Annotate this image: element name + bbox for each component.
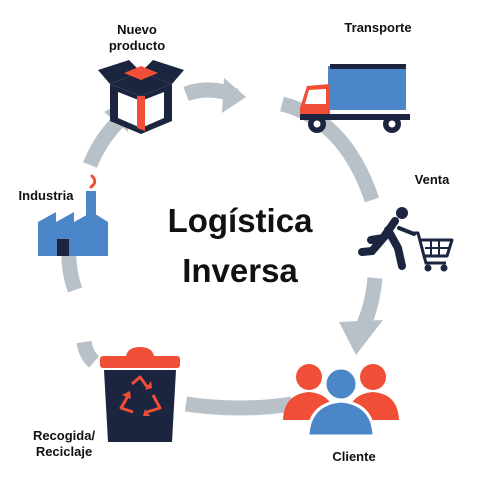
title-line-1: Logística (167, 202, 313, 239)
shopping-cart-icon (358, 207, 454, 272)
box-icon (98, 60, 184, 134)
label-line: Venta (414, 172, 450, 187)
label-line: Reciclaje (35, 444, 93, 459)
label-line: Nuevo (117, 22, 157, 37)
arrowhead-right (339, 320, 383, 355)
label-venta: Venta (404, 172, 460, 188)
people-icon (283, 364, 399, 438)
label-line: Transporte (344, 20, 412, 35)
arrowhead-top (222, 78, 246, 113)
title-line-2: Inversa (182, 252, 298, 289)
cycle-arrows (61, 82, 383, 416)
label-nuevo-producto: Nuevo producto (96, 22, 178, 54)
label-line: Recogida/ (32, 428, 96, 443)
truck-icon (300, 64, 410, 133)
recycle-bin-icon (100, 347, 180, 442)
arrow-left-lower (76, 340, 100, 368)
label-industria: Industria (8, 188, 84, 204)
label-cliente: Cliente (316, 449, 392, 465)
label-line: producto (108, 38, 166, 53)
factory-icon (38, 174, 108, 256)
label-transporte: Transporte (330, 20, 426, 36)
diagram-title: Logística Inversa (110, 196, 370, 296)
arrow-left-upper (83, 116, 124, 168)
arrow-bottom (184, 396, 294, 416)
arrow-top-right (279, 96, 380, 203)
label-recogida: Recogida/ Reciclaje (14, 428, 114, 460)
label-line: Cliente (332, 449, 376, 464)
label-line: Industria (18, 188, 74, 203)
